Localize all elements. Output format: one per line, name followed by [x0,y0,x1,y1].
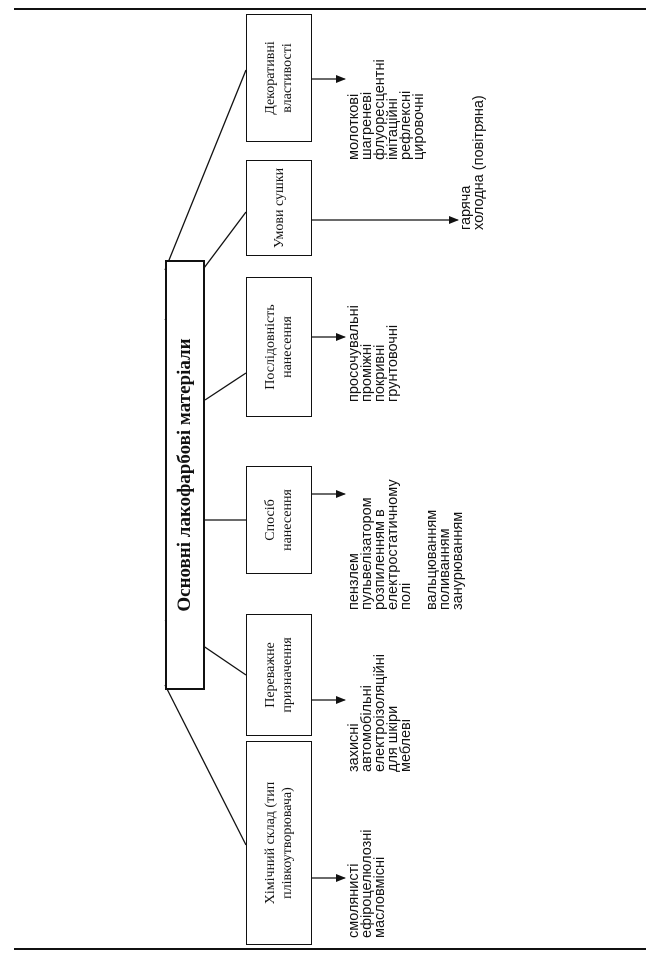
category-decorative-properties: Декоративні властивості [246,14,312,142]
category-drying-conditions: Умови сушки [246,160,312,256]
category-purpose: Переважне призначення [246,614,312,736]
category-label: Хімічний склад (тип плівкоутворювача) [263,781,295,905]
item-text: електростатичному [385,479,401,610]
top-rule [14,8,646,10]
category-application-method: Спосіб нанесення [246,466,312,574]
category-chemical-composition: Хімічний склад (тип плівкоутворювача) [246,741,312,945]
category-application-order: Послідовність нанесення [246,277,312,417]
root-node: Основні лакофарбові матеріали [165,260,205,690]
item-text: цировочні [411,93,427,160]
bottom-rule [14,948,646,950]
item-text: грунтовочні [385,324,401,402]
item-text: занурюванням [450,511,466,610]
category-label: Послідовність нанесення [263,304,295,390]
category-label: Спосіб нанесення [263,489,295,551]
item-text: холодна (повітряна) [471,95,487,230]
item-text: полі [398,582,414,610]
connector-line [204,372,247,401]
connector-line [164,684,247,846]
category-label: Переважне призначення [263,637,295,713]
connector-line [164,69,247,271]
category-label: Декоративні властивості [263,41,295,115]
category-label: Умови сушки [271,167,287,249]
root-title: Основні лакофарбові матеріали [174,338,195,612]
